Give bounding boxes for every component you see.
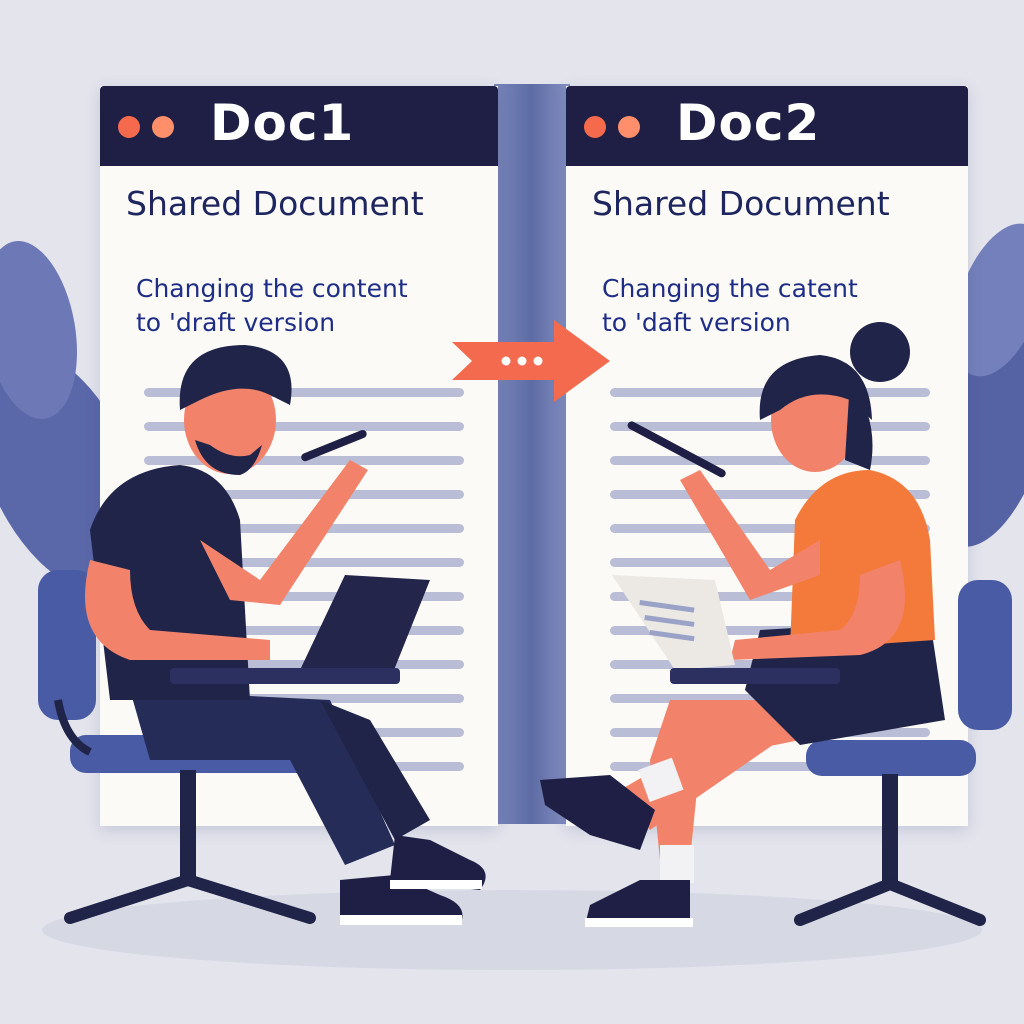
text-line bbox=[144, 422, 464, 431]
doc2-heading: Shared Document bbox=[592, 184, 890, 223]
doc2-titlebar: Doc2 bbox=[566, 86, 968, 166]
text-line bbox=[144, 626, 464, 635]
doc2-body-text: Changing the catent to 'daft version bbox=[602, 274, 858, 337]
text-line bbox=[610, 524, 930, 533]
page-fold bbox=[494, 84, 570, 824]
window-dot-icon bbox=[584, 116, 606, 138]
window-dot-icon bbox=[152, 116, 174, 138]
text-line bbox=[610, 490, 930, 499]
text-line bbox=[144, 592, 464, 601]
text-line bbox=[144, 490, 464, 499]
text-line bbox=[610, 558, 930, 567]
window-dot-icon bbox=[118, 116, 140, 138]
text-line bbox=[610, 456, 930, 465]
laptop-icon bbox=[170, 575, 430, 684]
window-dot-icon bbox=[618, 116, 640, 138]
doc1-title: Doc1 bbox=[210, 94, 355, 152]
chair-right bbox=[794, 580, 1012, 926]
doc2-title: Doc2 bbox=[676, 94, 821, 152]
text-line bbox=[144, 694, 464, 703]
text-line bbox=[144, 388, 464, 397]
doc1-titlebar: Doc1 bbox=[100, 86, 498, 166]
laptop-icon bbox=[612, 575, 840, 684]
text-line bbox=[610, 592, 930, 601]
woman-figure bbox=[540, 322, 945, 927]
leaf-icon bbox=[0, 241, 77, 419]
doc1-body-text: Changing the content to 'draft version bbox=[136, 274, 408, 337]
doc1-heading: Shared Document bbox=[126, 184, 424, 223]
forward-arrow-icon bbox=[452, 320, 610, 402]
man-figure bbox=[85, 345, 486, 925]
text-line bbox=[610, 422, 930, 431]
leaf-icon bbox=[953, 223, 1024, 377]
text-line bbox=[610, 762, 930, 771]
